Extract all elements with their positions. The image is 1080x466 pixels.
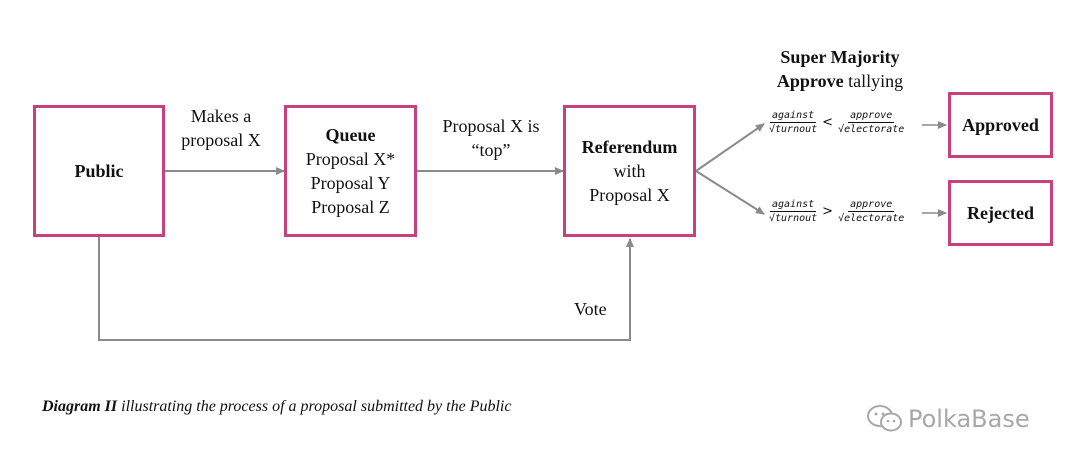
formula-numerator: against <box>770 110 817 123</box>
formula-operator: < <box>822 115 834 130</box>
caption-rest: illustrating the process of a proposal s… <box>117 398 512 415</box>
referendum-with: with <box>613 161 646 181</box>
formula-numerator: approve <box>848 199 895 212</box>
tally-heading: Super Majority Approve tallying <box>760 45 920 93</box>
tally-heading-line1: Super Majority <box>780 47 900 67</box>
vote-label: Vote <box>574 299 607 319</box>
makes-proposal-line2: proposal X <box>181 130 261 150</box>
approved-label: Approved <box>962 115 1039 135</box>
arrow-vote-loop <box>98 237 634 341</box>
queue-item: Proposal Y <box>310 173 391 193</box>
referendum-title: Referendum <box>581 137 678 157</box>
arrow-referendum-to-approve <box>695 123 765 172</box>
formula-operator: > <box>822 204 834 219</box>
diagram-caption: Diagram II illustrating the process of a… <box>42 398 511 416</box>
proposal-top-line2: “top” <box>471 140 511 160</box>
watermark: PolkaBase <box>866 404 1030 434</box>
formula-denominator: √electorate <box>838 213 905 224</box>
reject-formula: against √turnout > approve √electorate <box>769 199 904 224</box>
approved-node: Approved <box>948 92 1053 158</box>
rejected-node: Rejected <box>948 180 1053 246</box>
reject-fraction-right: approve √electorate <box>838 199 904 224</box>
tally-heading-bold: Approve <box>776 71 844 91</box>
referendum-proposal: Proposal X <box>589 185 670 205</box>
proposal-top-label: Proposal X is “top” <box>424 114 558 162</box>
public-label: Public <box>74 161 124 181</box>
arrow-referendum-to-reject <box>695 170 765 215</box>
formula-denominator: √turnout <box>769 124 818 135</box>
caption-bold: Diagram II <box>42 398 118 415</box>
formula-numerator: against <box>770 199 817 212</box>
queue-node: Queue Proposal X* Proposal Y Proposal Z <box>284 105 417 237</box>
queue-title: Queue <box>325 125 376 145</box>
makes-proposal-label: Makes a proposal X <box>165 104 277 152</box>
queue-item: Proposal Z <box>311 197 390 217</box>
approve-formula: against √turnout < approve √electorate <box>769 110 904 135</box>
rejected-label: Rejected <box>967 203 1034 223</box>
makes-proposal-line1: Makes a <box>190 106 252 126</box>
formula-denominator: √turnout <box>769 213 818 224</box>
approve-fraction-right: approve √electorate <box>838 110 904 135</box>
queue-item: Proposal X* <box>305 149 396 169</box>
watermark-text: PolkaBase <box>908 405 1030 433</box>
formula-numerator: approve <box>848 110 895 123</box>
proposal-top-line1: Proposal X is <box>442 116 540 136</box>
approve-fraction-left: against √turnout <box>769 110 817 135</box>
wechat-icon <box>867 405 902 432</box>
formula-denominator: √electorate <box>838 124 905 135</box>
tally-heading-line2: Approve tallying <box>760 69 920 93</box>
reject-fraction-left: against √turnout <box>769 199 817 224</box>
tally-heading-rest: tallying <box>843 71 904 91</box>
public-node: Public <box>33 105 165 237</box>
referendum-node: Referendum with Proposal X <box>563 105 696 237</box>
